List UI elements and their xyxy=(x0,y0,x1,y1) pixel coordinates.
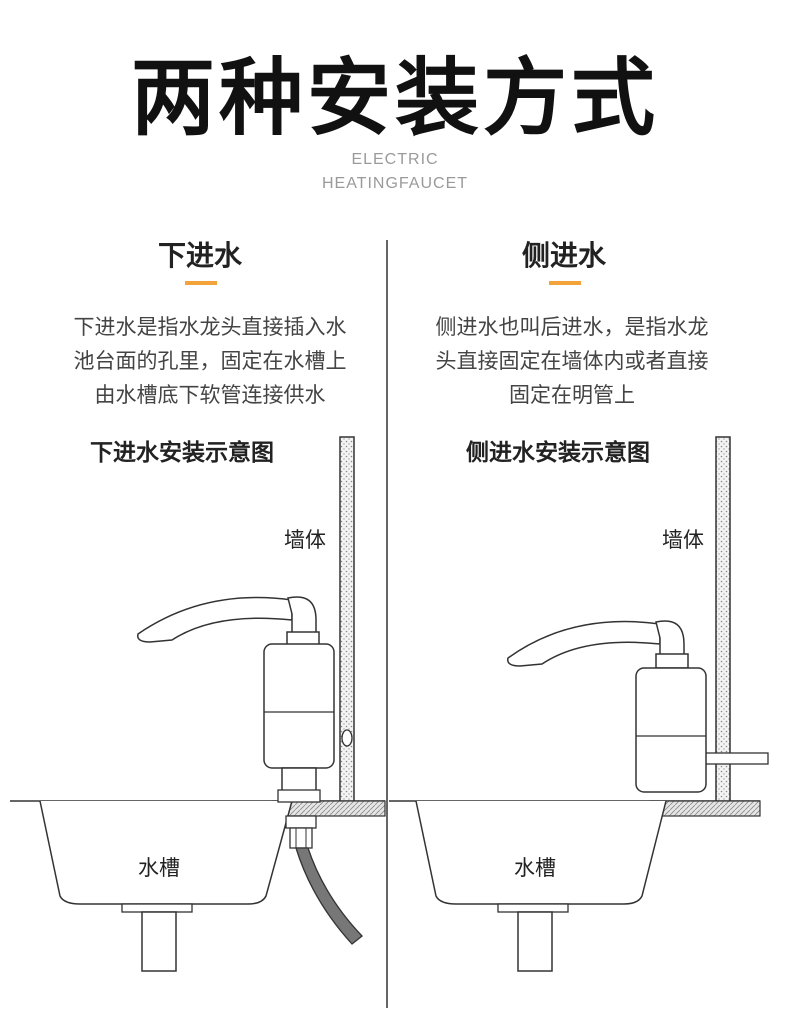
page-title: 两种安装方式 xyxy=(130,49,659,147)
right-sink-drain-flange xyxy=(497,903,569,913)
left-faucet-elbow xyxy=(287,596,317,635)
left-heading: 下进水 xyxy=(157,239,242,272)
right-wall-label: 墙体 xyxy=(662,528,704,552)
left-sink-label: 水槽 xyxy=(138,856,180,880)
left-faucet-spout xyxy=(137,596,293,643)
left-description: 下进水是指水龙头直接插入水 池台面的孔里，固定在水槽上 由水槽底下软管连接供水 xyxy=(40,310,380,412)
left-description-line-2: 池台面的孔里，固定在水槽上 xyxy=(73,349,347,373)
right-accent-bar xyxy=(549,281,581,285)
subtitle-line-2: HEATINGFAUCET xyxy=(321,175,469,192)
left-sink-drain-flange xyxy=(121,903,193,913)
right-diagram-title: 侧进水安装示意图 xyxy=(466,440,650,466)
right-heading: 侧进水 xyxy=(521,239,606,272)
right-wall xyxy=(715,436,731,802)
right-description: 侧进水也叫后进水，是指水龙 头直接固定在墙体内或者直接 固定在明管上 xyxy=(402,310,742,412)
right-sink-drain-pipe xyxy=(517,911,553,972)
right-faucet-neck xyxy=(655,653,689,669)
left-wall-label: 墙体 xyxy=(284,528,326,552)
left-supply-hose xyxy=(295,847,363,945)
left-diagram-title: 下进水安装示意图 xyxy=(90,440,274,466)
left-wall-hole xyxy=(341,729,353,747)
right-wall-pipe xyxy=(703,752,769,765)
right-description-line-2: 头直接固定在墙体内或者直接 xyxy=(435,349,709,373)
right-faucet-elbow xyxy=(655,620,685,657)
left-sink-drain-pipe xyxy=(141,911,177,972)
right-description-line-3: 固定在明管上 xyxy=(509,383,635,407)
right-description-line-1: 侧进水也叫后进水，是指水龙 xyxy=(435,315,709,339)
left-description-line-3: 由水槽底下软管连接供水 xyxy=(94,383,326,407)
right-counter-slab xyxy=(649,800,761,817)
left-description-line-1: 下进水是指水龙头直接插入水 xyxy=(73,315,347,339)
subtitle-line-1: ELECTRIC xyxy=(351,151,439,168)
right-sink-label: 水槽 xyxy=(514,856,556,880)
left-heater-foot xyxy=(277,789,321,803)
left-heater-body xyxy=(263,643,335,769)
right-faucet-spout xyxy=(507,620,661,667)
left-connector-nut xyxy=(285,815,317,829)
left-accent-bar xyxy=(185,281,217,285)
right-heater-body xyxy=(635,667,707,793)
left-connector-body xyxy=(289,827,313,849)
